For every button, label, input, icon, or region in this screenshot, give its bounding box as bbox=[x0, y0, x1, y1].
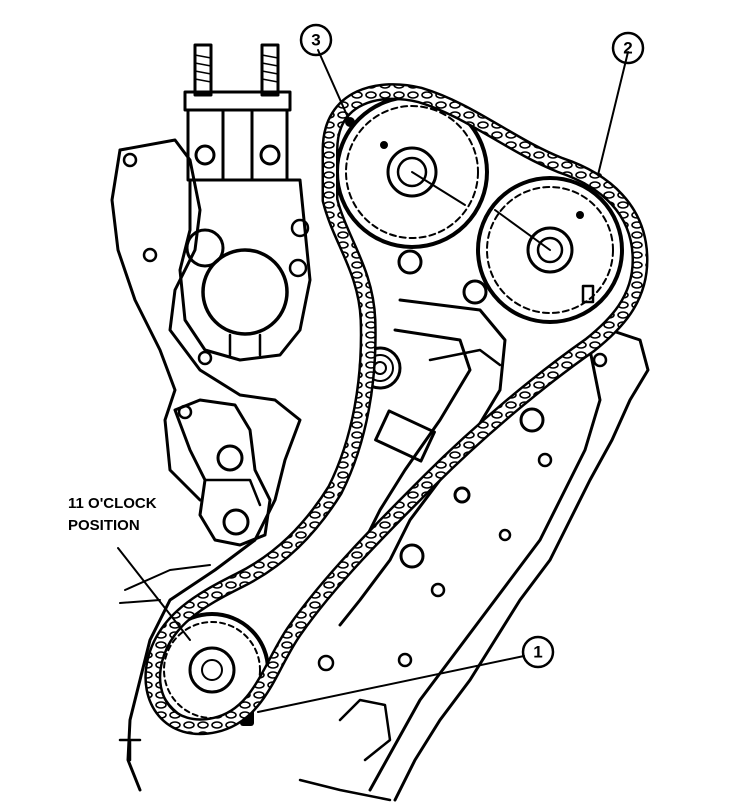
leader-lines bbox=[117, 49, 629, 713]
chain-guide bbox=[317, 249, 608, 672]
callout-3: 3 bbox=[299, 23, 333, 57]
eleven-oclock-annotation: 11 O'CLOCK POSITION bbox=[68, 495, 157, 534]
pump-bracket-assembly bbox=[122, 43, 312, 366]
annotation-line1: 11 O'CLOCK bbox=[68, 495, 157, 512]
tensioner-bracket bbox=[173, 398, 272, 547]
engine-front-cover bbox=[110, 138, 650, 802]
timing-chain bbox=[144, 83, 649, 736]
annotation-line2: POSITION bbox=[68, 517, 140, 534]
callout-1-label: 1 bbox=[533, 643, 542, 662]
callout-2: 2 bbox=[611, 31, 645, 65]
callout-2-label: 2 bbox=[623, 39, 632, 58]
callout-1: 1 bbox=[521, 635, 555, 669]
callout-3-label: 3 bbox=[311, 31, 320, 50]
